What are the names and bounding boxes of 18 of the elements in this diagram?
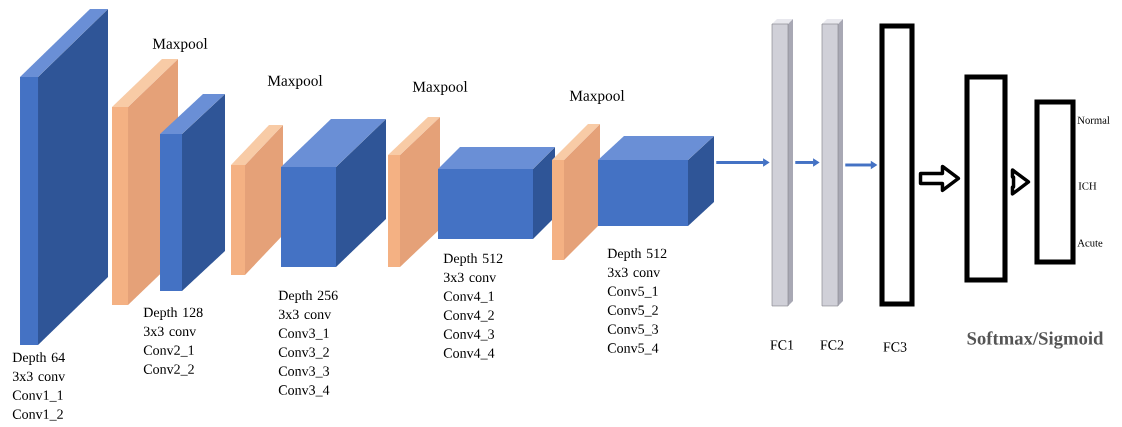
layer-description: Depth 512 3x3 conv Conv4_1 Conv4_2 Conv4_3 Conv4_4: [443, 253, 503, 360]
block-arrow: [918, 164, 961, 193]
output-label: Softmax/Sigmoid: [967, 331, 1104, 349]
layer-description: Depth 512 3x3 conv Conv5_1 Conv5_2 Conv5_3 Conv5_4: [607, 248, 667, 355]
layer-label: FC1: [770, 340, 794, 350]
class-label: Normal: [1077, 116, 1110, 124]
maxpool-label: Maxpool: [412, 81, 468, 95]
maxpool-label: Maxpool: [267, 75, 323, 89]
class-label: Acute: [1077, 239, 1103, 247]
block-arrow: [1010, 168, 1031, 196]
layer-label: FC3: [883, 342, 907, 352]
layer-description: Depth 256 3x3 conv Conv3_1 Conv3_2 Conv3_3 Conv3_4: [278, 290, 338, 397]
layer-description: Depth 64 3x3 conv Conv1_1 Conv1_2: [12, 352, 66, 421]
maxpool-label: Maxpool: [152, 38, 208, 52]
layer-label: FC2: [820, 340, 844, 350]
layer-description: Depth 128 3x3 conv Conv2_1 Conv2_2: [143, 307, 203, 376]
class-label: ICH: [1078, 182, 1097, 190]
maxpool-label: Maxpool: [569, 90, 625, 104]
